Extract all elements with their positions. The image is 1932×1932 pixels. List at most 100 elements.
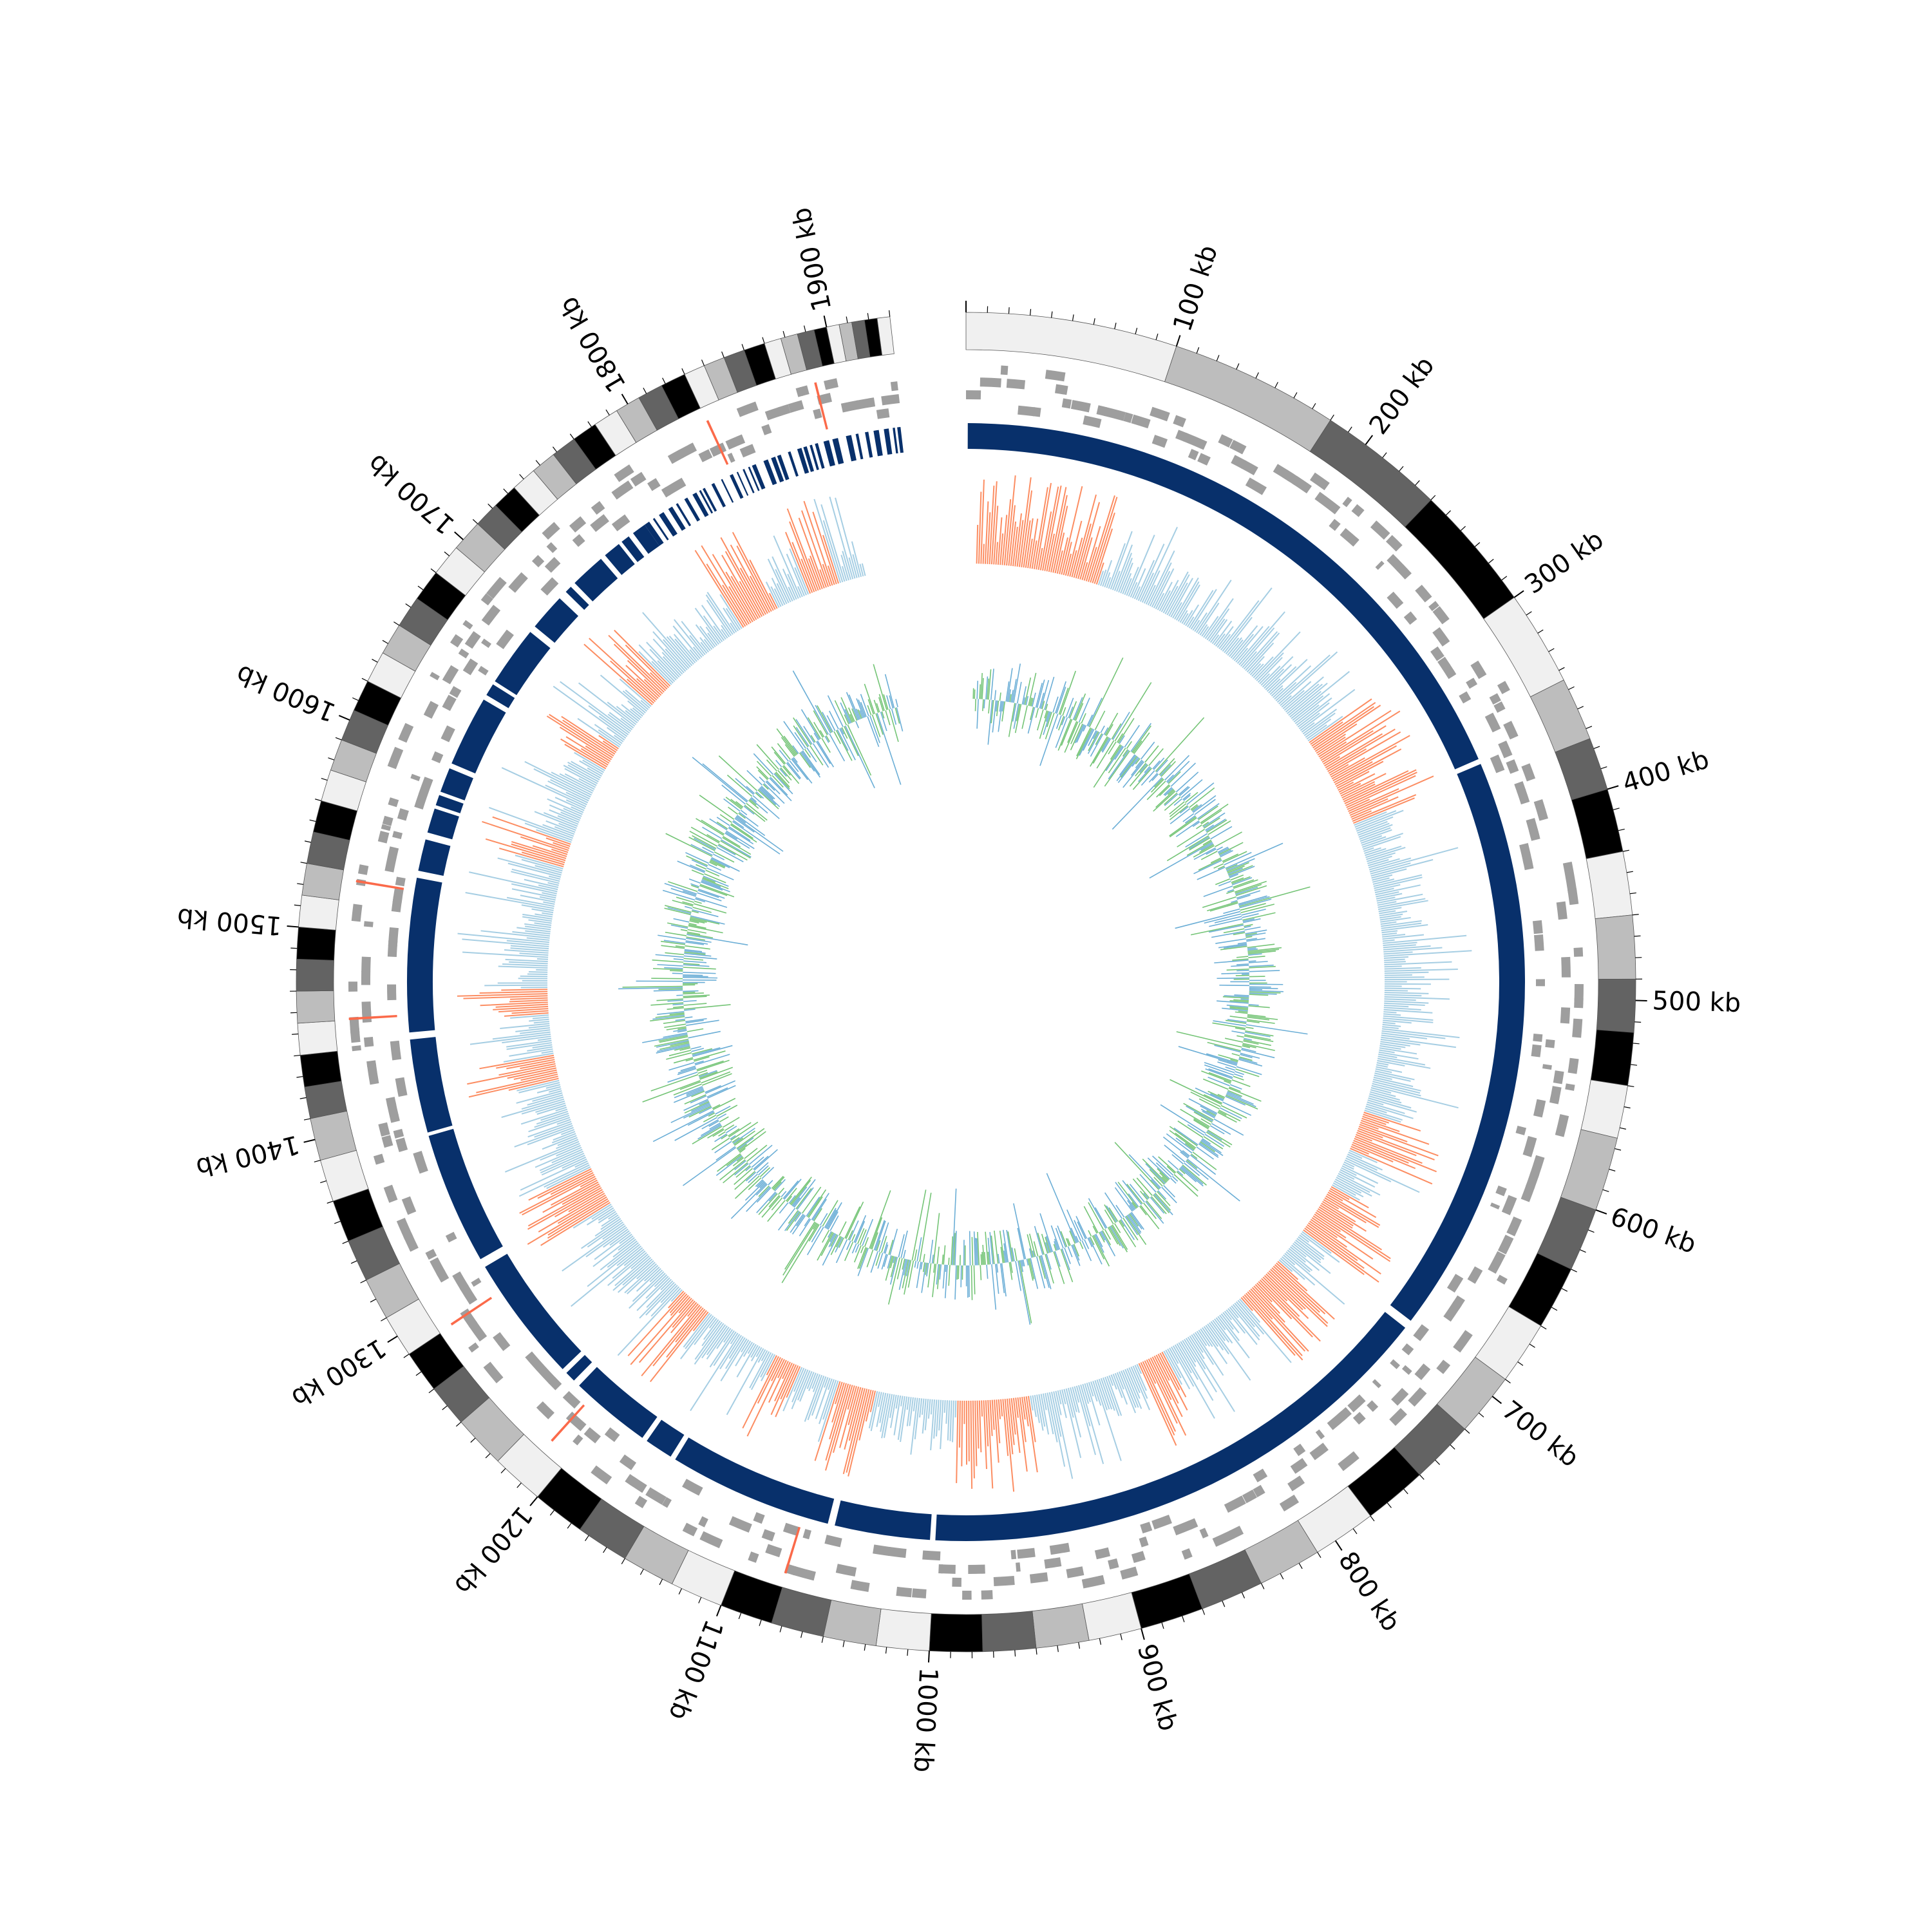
major-tick: [287, 925, 299, 928]
gene-feature: [540, 577, 559, 596]
gene-feature: [1314, 491, 1326, 504]
gene-feature: [392, 831, 403, 840]
contig-segment: [1586, 851, 1633, 920]
minor-tick: [1099, 1638, 1102, 1645]
gene-feature: [698, 449, 713, 462]
gene-feature: [1533, 1099, 1546, 1118]
alignment-block: [846, 435, 857, 462]
gene-feature: [1016, 1562, 1021, 1572]
gene-feature: [387, 984, 397, 1001]
highlight-feature: [706, 420, 729, 465]
minor-tick: [1161, 1622, 1164, 1629]
alignment-block: [652, 518, 669, 541]
minor-tick: [1274, 382, 1278, 388]
minor-tick: [1593, 746, 1600, 749]
minor-tick: [455, 1421, 462, 1427]
gene-feature: [418, 1167, 428, 1174]
minor-tick: [1558, 667, 1565, 671]
minor-tick: [782, 330, 786, 337]
alignment-block: [435, 795, 464, 813]
alignment-block: [451, 699, 506, 774]
minor-tick: [1029, 308, 1032, 316]
contig-segment: [1560, 1129, 1618, 1211]
gene-feature: [386, 846, 399, 866]
alignment-block: [711, 483, 726, 507]
minor-tick: [415, 1371, 422, 1376]
gene-feature: [1150, 406, 1170, 422]
gene-feature: [449, 686, 462, 698]
gene-feature: [1401, 1343, 1414, 1356]
minor-tick: [444, 551, 450, 556]
gene-feature: [468, 1342, 479, 1353]
contig-segment: [981, 1611, 1037, 1653]
minor-tick: [1586, 726, 1593, 729]
gene-feature: [388, 931, 399, 943]
gene-feature: [1432, 606, 1450, 625]
minor-tick: [327, 1200, 334, 1204]
minor-tick: [1036, 1648, 1037, 1655]
gene-feature: [531, 554, 545, 567]
gene-feature: [824, 1535, 842, 1548]
gene-feature: [1338, 1451, 1359, 1472]
minor-tick: [1280, 1573, 1284, 1580]
gene-feature: [1522, 858, 1534, 871]
gene-feature: [387, 746, 404, 770]
contig-ideogram-ring: [296, 312, 1636, 1653]
gene-feature: [1197, 453, 1211, 466]
minor-tick: [1561, 1288, 1568, 1292]
gene-feature: [1501, 1195, 1517, 1215]
gene-feature: [418, 777, 433, 797]
gene-feature: [459, 1283, 478, 1305]
gene-feature: [661, 1497, 672, 1508]
alignment-block: [428, 1128, 503, 1260]
gene-feature: [480, 593, 493, 606]
gene-feature: [351, 904, 363, 922]
tick-label: 1200 kb: [448, 1501, 538, 1600]
alignment-block: [897, 426, 904, 453]
minor-tick: [1619, 1127, 1627, 1130]
gene-feature: [1565, 1083, 1575, 1091]
minor-tick: [335, 737, 342, 741]
alignment-block: [736, 471, 749, 496]
gene-feature: [395, 876, 406, 887]
gene-feature: [1496, 1274, 1508, 1285]
alignment-block: [763, 459, 777, 486]
minor-tick: [1526, 611, 1532, 616]
gene-feature: [1555, 1114, 1569, 1137]
alignment-block: [703, 488, 717, 512]
gene-feature: [981, 1590, 993, 1600]
minor-tick: [639, 1569, 644, 1575]
minor-tick: [643, 388, 647, 394]
gene-feature: [736, 401, 759, 417]
gene-feature: [486, 576, 507, 599]
gene-feature: [1526, 1171, 1540, 1189]
minor-tick: [1602, 1189, 1609, 1193]
gene-feature: [1497, 681, 1510, 694]
gene-feature: [604, 1427, 620, 1443]
minor-tick: [1618, 828, 1625, 831]
minor-tick: [585, 1535, 589, 1541]
contig-segment: [1082, 1592, 1142, 1641]
gene-feature: [728, 1516, 737, 1526]
gene-feature: [1327, 1411, 1347, 1430]
gene-feature: [1436, 1359, 1451, 1374]
gene-feature: [565, 1412, 587, 1432]
minor-tick: [605, 409, 610, 415]
minor-tick: [1529, 1343, 1535, 1348]
gene-feature: [1245, 477, 1267, 495]
gene-feature: [493, 1332, 506, 1346]
alignment-block: [579, 1367, 658, 1438]
gene-feature: [1459, 691, 1472, 704]
gene-feature: [373, 1153, 385, 1165]
gene-feature: [1564, 870, 1577, 893]
gene-feature: [1391, 1388, 1409, 1406]
alignment-block: [565, 587, 589, 610]
alignment-block: [535, 598, 579, 643]
gene-feature: [678, 444, 694, 459]
minor-tick: [1430, 495, 1436, 500]
alignment-block: [699, 489, 714, 514]
minor-tick: [314, 1160, 321, 1162]
gene-feature: [1242, 1490, 1257, 1504]
gene-feature: [941, 1564, 956, 1574]
alignment-block: [815, 443, 825, 469]
